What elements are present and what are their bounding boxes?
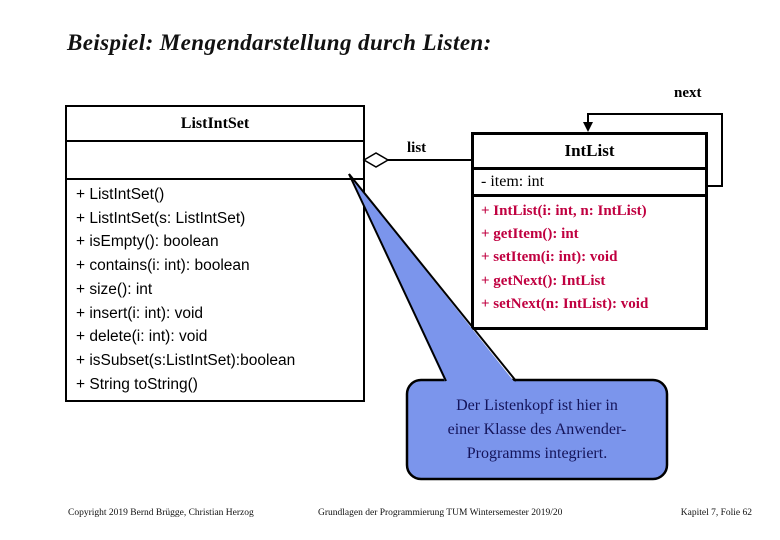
class-box-intlist: IntList - item: int + IntList(i: int, n:… <box>471 132 708 330</box>
slide-title: Beispiel: Mengendarstellung durch Listen… <box>67 30 492 55</box>
list-association-label: list <box>407 140 427 156</box>
method-line: + isSubset(s:ListIntSet):boolean <box>76 351 296 369</box>
attribute-line: - item: int <box>481 173 545 190</box>
method-line: + isEmpty(): boolean <box>76 233 219 251</box>
callout-note: Der Listenkopf ist hier in einer Klasse d… <box>407 380 667 479</box>
next-association-label: next <box>674 85 702 101</box>
method-line: + getItem(): int <box>481 226 579 243</box>
footer-slide-number: Kapitel 7, Folie 62 <box>680 508 752 518</box>
callout-text-line: einer Klasse des Anwender- <box>447 420 627 438</box>
method-line: + setNext(n: IntList): void <box>481 295 649 312</box>
class-name-intlist: IntList <box>474 135 705 170</box>
class-box-listintset: ListIntSet + ListIntSet() + ListIntSet(s:… <box>65 105 365 402</box>
footer-course-info: Grundlagen der Programmierung TUM Winter… <box>318 508 563 518</box>
footer: Copyright 2019 Bernd Brügge, Christian H… <box>0 508 780 524</box>
method-line: + setItem(i: int): void <box>481 249 618 266</box>
methods-compartment-listintset: + ListIntSet() + ListIntSet(s: ListIntSet… <box>67 180 363 400</box>
methods-compartment-intlist: + IntList(i: int, n: IntList) + getItem()… <box>474 197 705 327</box>
method-line: + size(): int <box>76 280 153 298</box>
attributes-compartment-intlist: - item: int <box>474 170 705 197</box>
callout-text-line: Der Listenkopf ist hier in <box>456 396 618 414</box>
association-arrowhead-icon <box>583 122 593 132</box>
method-line: + ListIntSet() <box>76 186 165 203</box>
method-line: + String toString() <box>76 375 198 393</box>
method-line: + contains(i: int): boolean <box>76 257 250 275</box>
method-line: + getNext(): IntList <box>481 272 606 289</box>
method-line: + IntList(i: int, n: IntList) <box>481 203 647 219</box>
attributes-compartment-listintset <box>67 142 363 180</box>
footer-copyright: Copyright 2019 Bernd Brügge, Christian H… <box>68 508 254 518</box>
method-line: + ListIntSet(s: ListIntSet) <box>76 209 246 227</box>
aggregation-diamond-icon <box>362 152 390 168</box>
class-name-listintset: ListIntSet <box>67 107 363 142</box>
callout-text-line: Programms integriert. <box>466 444 608 462</box>
method-line: + delete(i: int): void <box>76 328 208 346</box>
method-line: + insert(i: int): void <box>76 304 204 322</box>
